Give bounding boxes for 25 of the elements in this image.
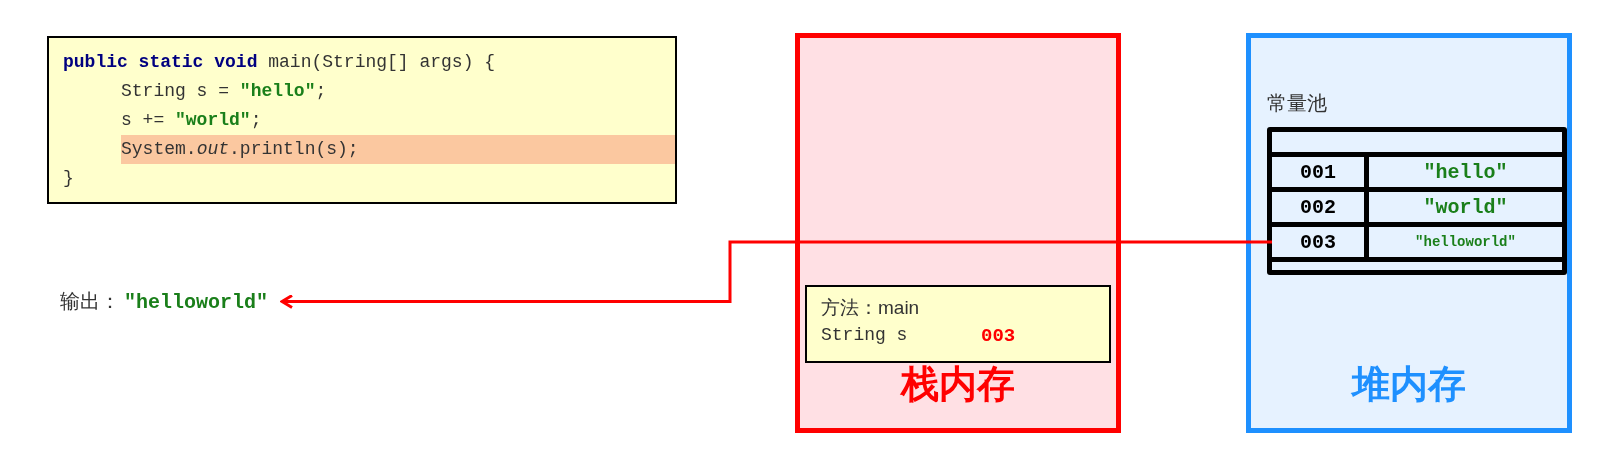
output-label: 输出： — [60, 289, 120, 314]
empty-table-row — [1272, 132, 1562, 152]
output-value: "helloworld" — [124, 291, 269, 314]
table-cell: 001 — [1272, 157, 1364, 187]
stack-memory-box — [795, 33, 1121, 433]
memory-title: 堆内存 — [1350, 362, 1467, 407]
memory-title: 栈内存 — [899, 362, 1016, 407]
stack-frame-box — [805, 285, 1111, 363]
table-cell: "hello" — [1369, 157, 1562, 187]
code-line: } — [63, 167, 74, 190]
code-line: public static void main(String[] args) { — [63, 51, 496, 74]
code-line: s += "world"; — [121, 109, 262, 132]
variable-address: 003 — [981, 325, 1016, 347]
method-label: 方法：main — [821, 296, 920, 320]
variable-label: String s — [821, 325, 909, 347]
pool-heading: 常量池 — [1267, 91, 1327, 116]
empty-table-row — [1272, 262, 1562, 270]
code-line: String s = "hello"; — [121, 80, 327, 103]
table-cell: "world" — [1369, 192, 1562, 222]
arrow — [280, 240, 1272, 309]
table-cell: "helloworld" — [1369, 227, 1562, 257]
heap-memory-box — [1246, 33, 1572, 433]
code-block — [47, 36, 677, 204]
table-cell: 003 — [1272, 227, 1364, 257]
table-cell: 002 — [1272, 192, 1364, 222]
